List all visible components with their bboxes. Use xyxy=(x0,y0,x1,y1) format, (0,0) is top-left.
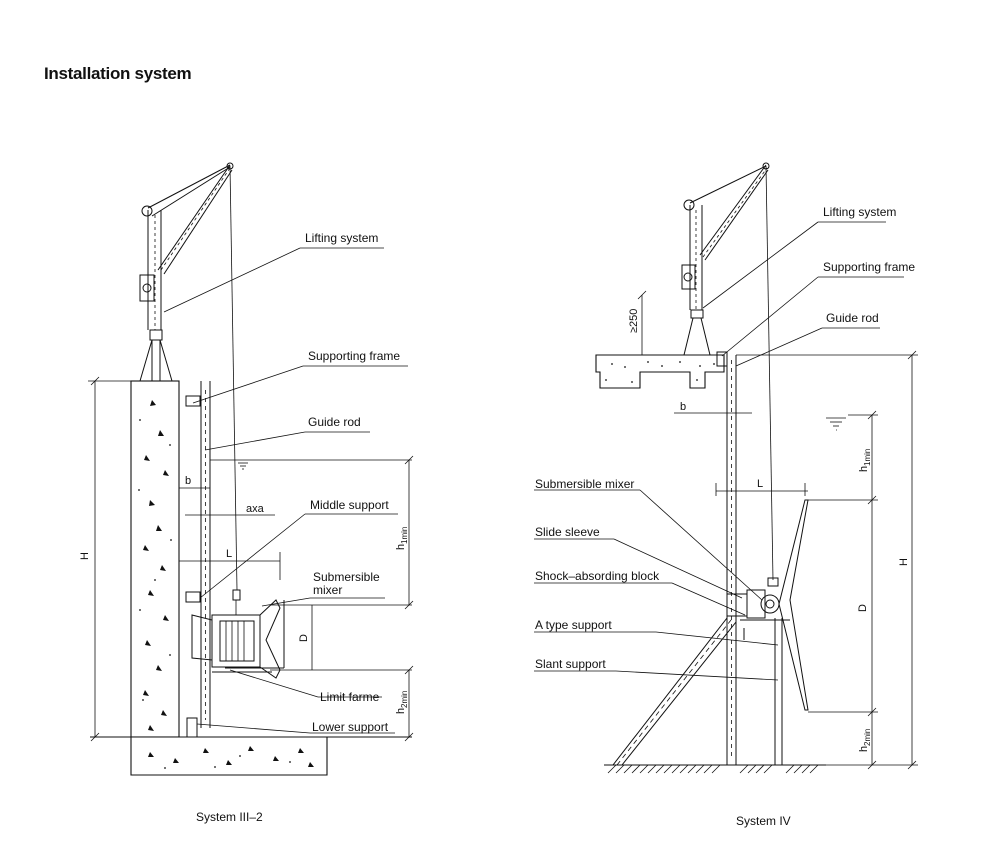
right-dim-L: L xyxy=(757,478,763,490)
left-label-supporting-frame: Supporting frame xyxy=(308,349,400,363)
left-dim-h2min: h 2min xyxy=(395,691,409,714)
left-dim-D: D xyxy=(298,634,310,642)
left-label-submersible-mixer-line1: Submersible xyxy=(313,570,380,584)
right-label-submersible-mixer: Submersible mixer xyxy=(535,477,634,491)
left-dim-b: b xyxy=(185,475,191,487)
left-label-lifting-system: Lifting system xyxy=(305,231,378,245)
left-dim-H: H xyxy=(79,552,91,560)
left-label-middle-support: Middle support xyxy=(310,498,389,512)
right-dim-b: b xyxy=(680,401,686,413)
left-dim-L: L xyxy=(226,548,232,560)
page-title: Installation system xyxy=(44,64,192,83)
left-caption: System III–2 xyxy=(196,810,263,824)
left-label-submersible-mixer-line2: mixer xyxy=(313,583,342,597)
left-label-lower-support: Lower support xyxy=(312,720,389,734)
left-label-guide-rod: Guide rod xyxy=(308,415,361,429)
right-dim-h1-sub: 1min xyxy=(863,449,872,466)
right-dim-H: H xyxy=(898,558,910,566)
left-dim-h2-sub: 2min xyxy=(400,691,409,708)
system-iv-drawing xyxy=(534,162,918,774)
left-dim-axa: axa xyxy=(246,503,265,515)
left-dim-h1-sub: 1min xyxy=(400,527,409,544)
right-dim-h1: h xyxy=(858,466,870,472)
concrete-wall xyxy=(130,380,180,738)
right-dim-h2min: h 2min xyxy=(858,729,872,752)
left-dim-h1min: h 1min xyxy=(395,527,409,550)
left-dim-h2: h xyxy=(395,708,407,714)
platform-slab xyxy=(595,354,725,389)
right-label-lifting-system: Lifting system xyxy=(823,205,896,219)
right-label-guide-rod: Guide rod xyxy=(826,311,879,325)
right-caption: System IV xyxy=(736,814,791,828)
right-dim-h2: h xyxy=(858,746,870,752)
right-dim-h2-sub: 2min xyxy=(863,729,872,746)
right-dim-ge250: ≥250 xyxy=(628,309,640,333)
right-dim-D: D xyxy=(857,604,869,612)
right-label-slide-sleeve: Slide sleeve xyxy=(535,525,600,539)
system-iii-2-drawing xyxy=(88,162,414,776)
concrete-texture xyxy=(138,400,314,769)
left-dim-h1: h xyxy=(395,544,407,550)
right-label-a-type-support: A type support xyxy=(535,618,612,632)
right-label-supporting-frame: Supporting frame xyxy=(823,260,915,274)
floor-slab xyxy=(130,736,328,776)
left-label-limit-frame: Limit farme xyxy=(320,690,380,704)
right-dim-h1min: h 1min xyxy=(858,449,872,472)
right-label-shock-absorbing-block: Shock–absording block xyxy=(535,569,660,583)
right-label-slant-support: Slant support xyxy=(535,657,606,671)
